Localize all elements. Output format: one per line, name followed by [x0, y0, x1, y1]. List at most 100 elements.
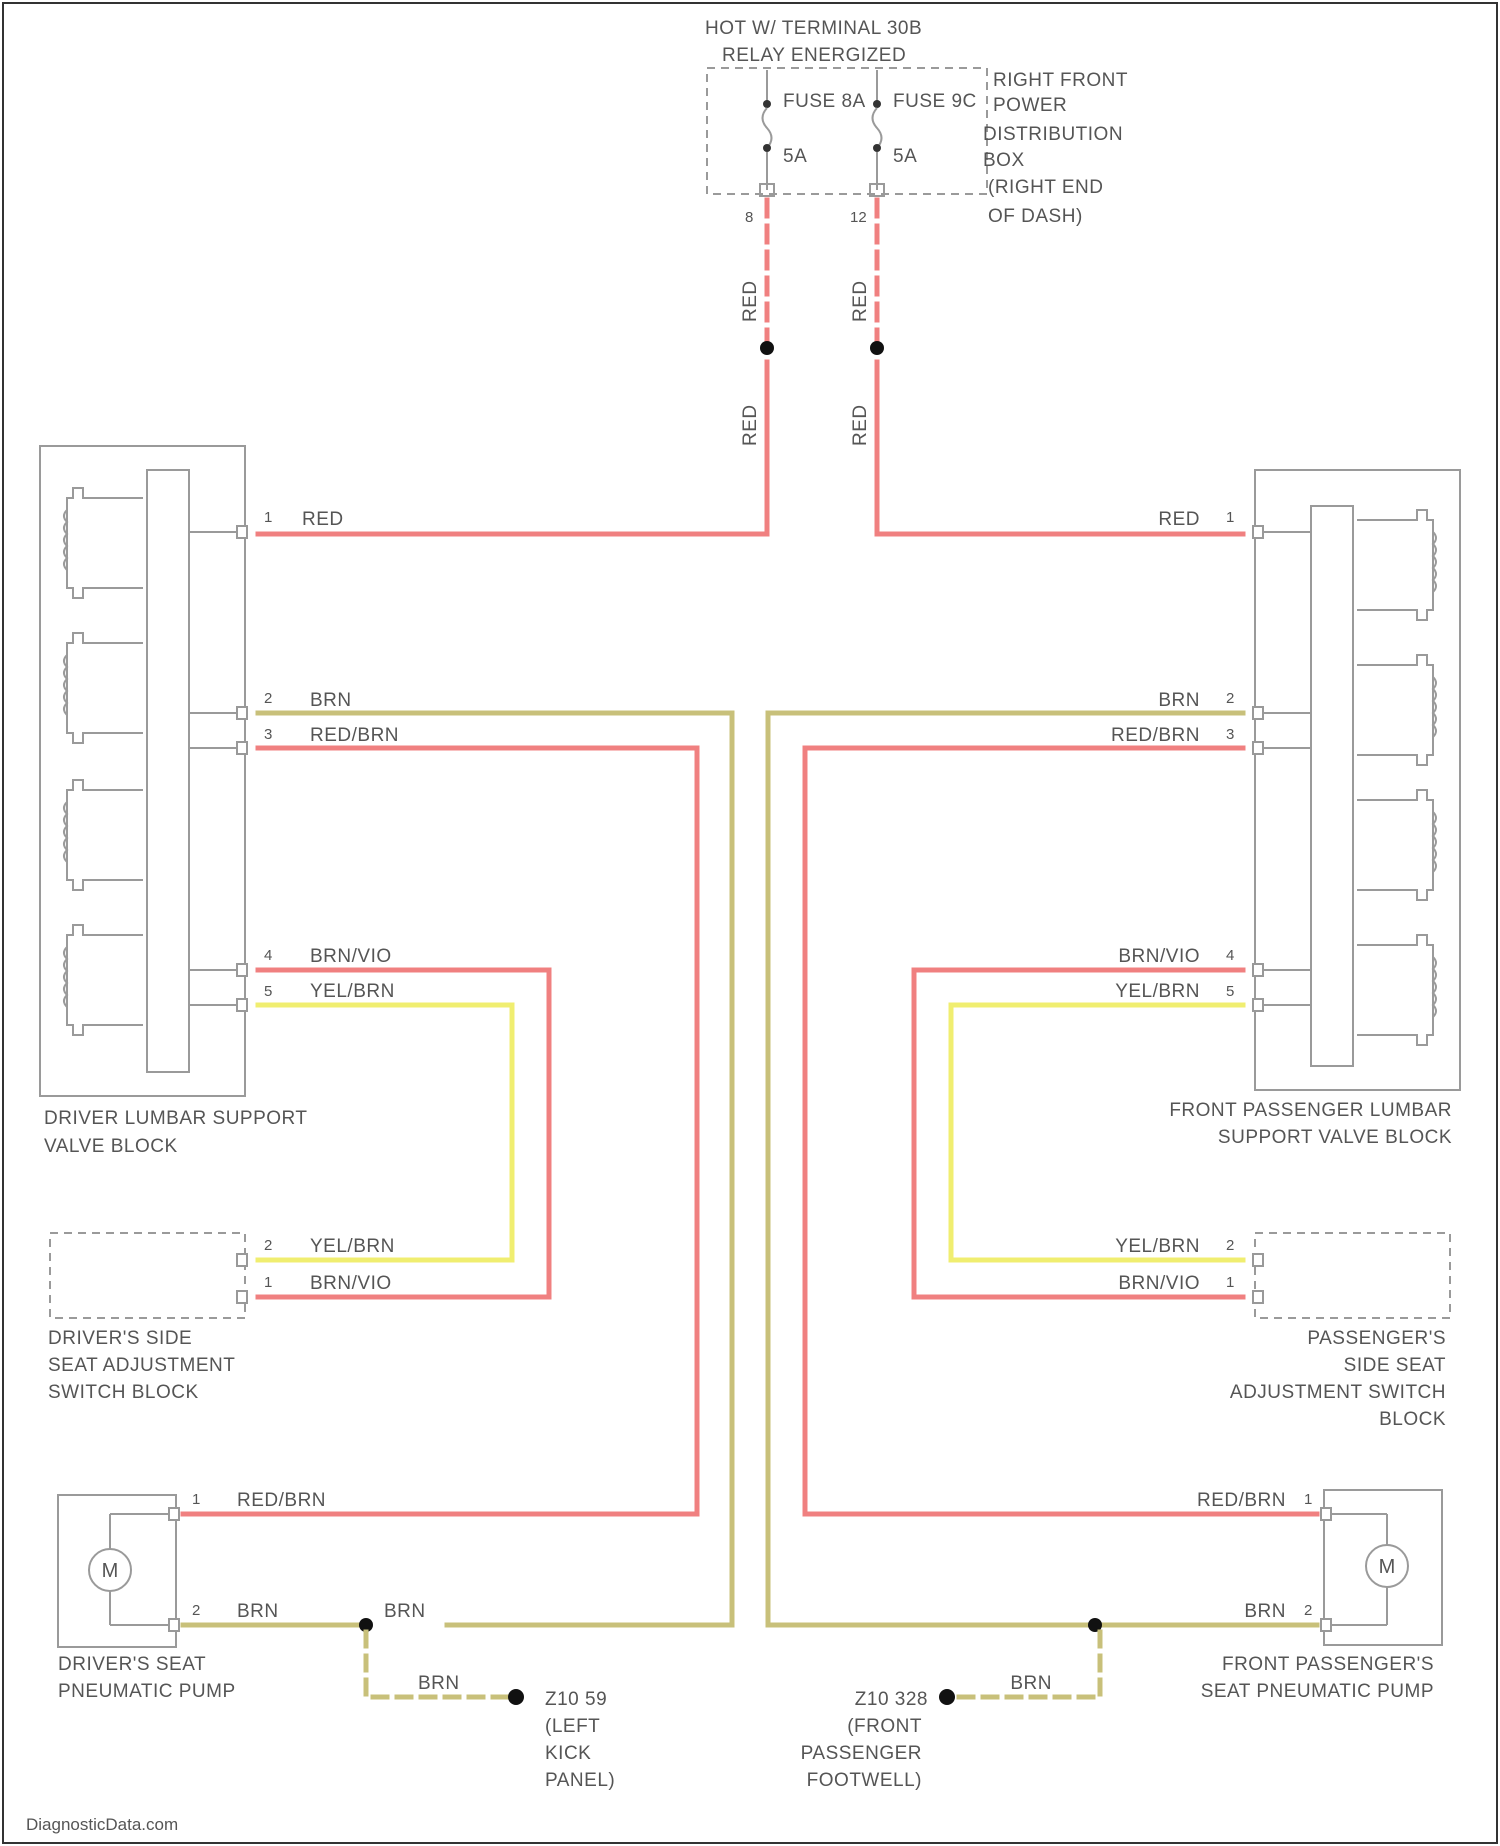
svg-text:YEL/BRN: YEL/BRN: [310, 1236, 395, 1257]
svg-text:3: 3: [1226, 726, 1234, 743]
svg-text:(RIGHT END: (RIGHT END: [988, 177, 1103, 198]
svg-text:YEL/BRN: YEL/BRN: [1115, 1236, 1200, 1257]
fuse-9c-pin: 12: [850, 209, 867, 226]
svg-text:RED: RED: [302, 509, 344, 530]
title-line-1: HOT W/ TERMINAL 30B: [705, 18, 922, 39]
svg-text:BRN: BRN: [384, 1601, 426, 1622]
svg-text:(LEFT: (LEFT: [545, 1716, 600, 1737]
svg-text:2: 2: [264, 1237, 272, 1254]
svg-text:YEL/BRN: YEL/BRN: [1115, 981, 1200, 1002]
svg-text:BRN/VIO: BRN/VIO: [310, 946, 392, 967]
svg-text:DRIVER LUMBAR SUPPORT: DRIVER LUMBAR SUPPORT: [44, 1108, 308, 1129]
svg-text:2: 2: [1304, 1602, 1312, 1619]
svg-text:RIGHT FRONT: RIGHT FRONT: [993, 70, 1128, 91]
svg-text:2: 2: [1226, 1237, 1234, 1254]
right-ground-label: Z10 328 (FRONT PASSENGER FOOTWELL): [801, 1689, 928, 1791]
svg-text:3: 3: [264, 726, 272, 743]
svg-text:BOX: BOX: [983, 150, 1025, 171]
svg-text:Z10 59: Z10 59: [545, 1689, 607, 1710]
driver-lumbar-valve-block-label: DRIVER LUMBAR SUPPORT VALVE BLOCK: [44, 1108, 308, 1157]
svg-text:1: 1: [1226, 1274, 1234, 1291]
driver-seat-pneumatic-pump-label: DRIVER'S SEAT PNEUMATIC PUMP: [58, 1654, 236, 1702]
svg-text:VALVE BLOCK: VALVE BLOCK: [44, 1136, 178, 1157]
svg-text:SWITCH BLOCK: SWITCH BLOCK: [48, 1382, 199, 1403]
svg-text:BRN/VIO: BRN/VIO: [310, 1273, 392, 1294]
passenger-seat-pneumatic-pump-label: FRONT PASSENGER'S SEAT PNEUMATIC PUMP: [1201, 1654, 1434, 1702]
svg-text:5: 5: [1226, 983, 1234, 1000]
svg-text:FOOTWELL): FOOTWELL): [807, 1770, 922, 1791]
svg-text:1: 1: [192, 1491, 200, 1508]
svg-text:FRONT PASSENGER'S: FRONT PASSENGER'S: [1222, 1654, 1434, 1675]
svg-text:KICK: KICK: [545, 1743, 591, 1764]
fuse-8a-rating: 5A: [783, 146, 807, 167]
driver-seat-pneumatic-pump: M 1 2: [58, 1491, 200, 1647]
svg-text:(FRONT: (FRONT: [847, 1716, 922, 1737]
right-wiring: [768, 713, 1317, 1705]
svg-text:RED/BRN: RED/BRN: [310, 725, 399, 746]
passenger-lumbar-valve-block-label: FRONT PASSENGER LUMBAR SUPPORT VALVE BLO…: [1169, 1100, 1452, 1148]
svg-text:RED: RED: [1158, 509, 1200, 530]
svg-text:2: 2: [192, 1602, 200, 1619]
fuse-9c-rating: 5A: [893, 146, 917, 167]
svg-text:PASSENGER: PASSENGER: [801, 1743, 922, 1764]
svg-text:PNEUMATIC PUMP: PNEUMATIC PUMP: [58, 1681, 236, 1702]
svg-text:OF DASH): OF DASH): [988, 206, 1083, 227]
svg-text:RED: RED: [740, 404, 761, 446]
svg-text:SEAT ADJUSTMENT: SEAT ADJUSTMENT: [48, 1355, 235, 1376]
passenger-seat-pneumatic-pump: M 1 2: [1304, 1490, 1442, 1645]
fuse-8a-pin: 8: [745, 209, 753, 226]
svg-text:1: 1: [264, 1274, 272, 1291]
svg-text:1: 1: [1226, 509, 1234, 526]
left-ground-label: Z10 59 (LEFT KICK PANEL): [545, 1689, 615, 1791]
svg-text:1: 1: [264, 509, 272, 526]
footer-watermark: DiagnosticData.com: [26, 1815, 178, 1834]
svg-text:ADJUSTMENT SWITCH: ADJUSTMENT SWITCH: [1230, 1382, 1446, 1403]
svg-text:BRN: BRN: [1010, 1673, 1052, 1694]
svg-text:5: 5: [264, 983, 272, 1000]
red-supply-right: RED RED: [850, 200, 1243, 534]
svg-text:DRIVER'S SEAT: DRIVER'S SEAT: [58, 1654, 206, 1675]
svg-text:RED/BRN: RED/BRN: [1197, 1490, 1286, 1511]
fuse-8a: FUSE 8A 5A 8: [745, 70, 866, 226]
svg-text:BRN/VIO: BRN/VIO: [1118, 946, 1200, 967]
svg-text:DRIVER'S SIDE: DRIVER'S SIDE: [48, 1328, 192, 1349]
svg-text:BRN: BRN: [310, 690, 352, 711]
svg-text:BRN: BRN: [1158, 690, 1200, 711]
driver-pump-motor-symbol: M: [102, 1560, 119, 1582]
svg-text:BLOCK: BLOCK: [1379, 1409, 1446, 1430]
svg-text:4: 4: [264, 947, 272, 964]
svg-text:BRN: BRN: [418, 1673, 460, 1694]
svg-text:RED/BRN: RED/BRN: [1111, 725, 1200, 746]
passenger-seat-switch-block: 2 1: [1226, 1233, 1450, 1318]
title-line-2: RELAY ENERGIZED: [722, 45, 906, 66]
svg-text:1: 1: [1304, 1491, 1312, 1508]
svg-text:SIDE SEAT: SIDE SEAT: [1344, 1355, 1446, 1376]
svg-text:SUPPORT VALVE BLOCK: SUPPORT VALVE BLOCK: [1218, 1127, 1452, 1148]
power-box-label: RIGHT FRONT POWER DISTRIBUTION BOX (RIGH…: [983, 70, 1128, 227]
svg-text:4: 4: [1226, 947, 1234, 964]
svg-text:BRN/VIO: BRN/VIO: [1118, 1273, 1200, 1294]
passenger-seat-switch-block-label: PASSENGER'S SIDE SEAT ADJUSTMENT SWITCH …: [1230, 1328, 1446, 1430]
svg-text:YEL/BRN: YEL/BRN: [310, 981, 395, 1002]
svg-text:RED: RED: [850, 404, 871, 446]
left-wiring: [183, 713, 732, 1705]
svg-text:BRN: BRN: [237, 1601, 279, 1622]
svg-text:2: 2: [1226, 690, 1234, 707]
svg-text:2: 2: [264, 690, 272, 707]
page-frame: [3, 3, 1497, 1843]
svg-text:FRONT PASSENGER LUMBAR: FRONT PASSENGER LUMBAR: [1169, 1100, 1452, 1121]
fuse-9c: FUSE 9C 5A 12: [850, 70, 977, 226]
red-supply-left: RED RED: [258, 200, 774, 534]
passenger-lumbar-valve-block: 1 2 3 4 5: [1226, 470, 1460, 1090]
driver-seat-switch-block: 2 1: [50, 1233, 272, 1318]
fuse-8a-name: FUSE 8A: [783, 91, 866, 112]
fuse-9c-name: FUSE 9C: [893, 91, 977, 112]
svg-text:PANEL): PANEL): [545, 1770, 615, 1791]
svg-text:RED: RED: [850, 280, 871, 322]
svg-text:RED/BRN: RED/BRN: [237, 1490, 326, 1511]
power-distribution-box: [707, 68, 987, 194]
connector-terminals: [237, 526, 1263, 1011]
svg-text:RED: RED: [740, 280, 761, 322]
svg-text:DISTRIBUTION: DISTRIBUTION: [983, 124, 1123, 145]
